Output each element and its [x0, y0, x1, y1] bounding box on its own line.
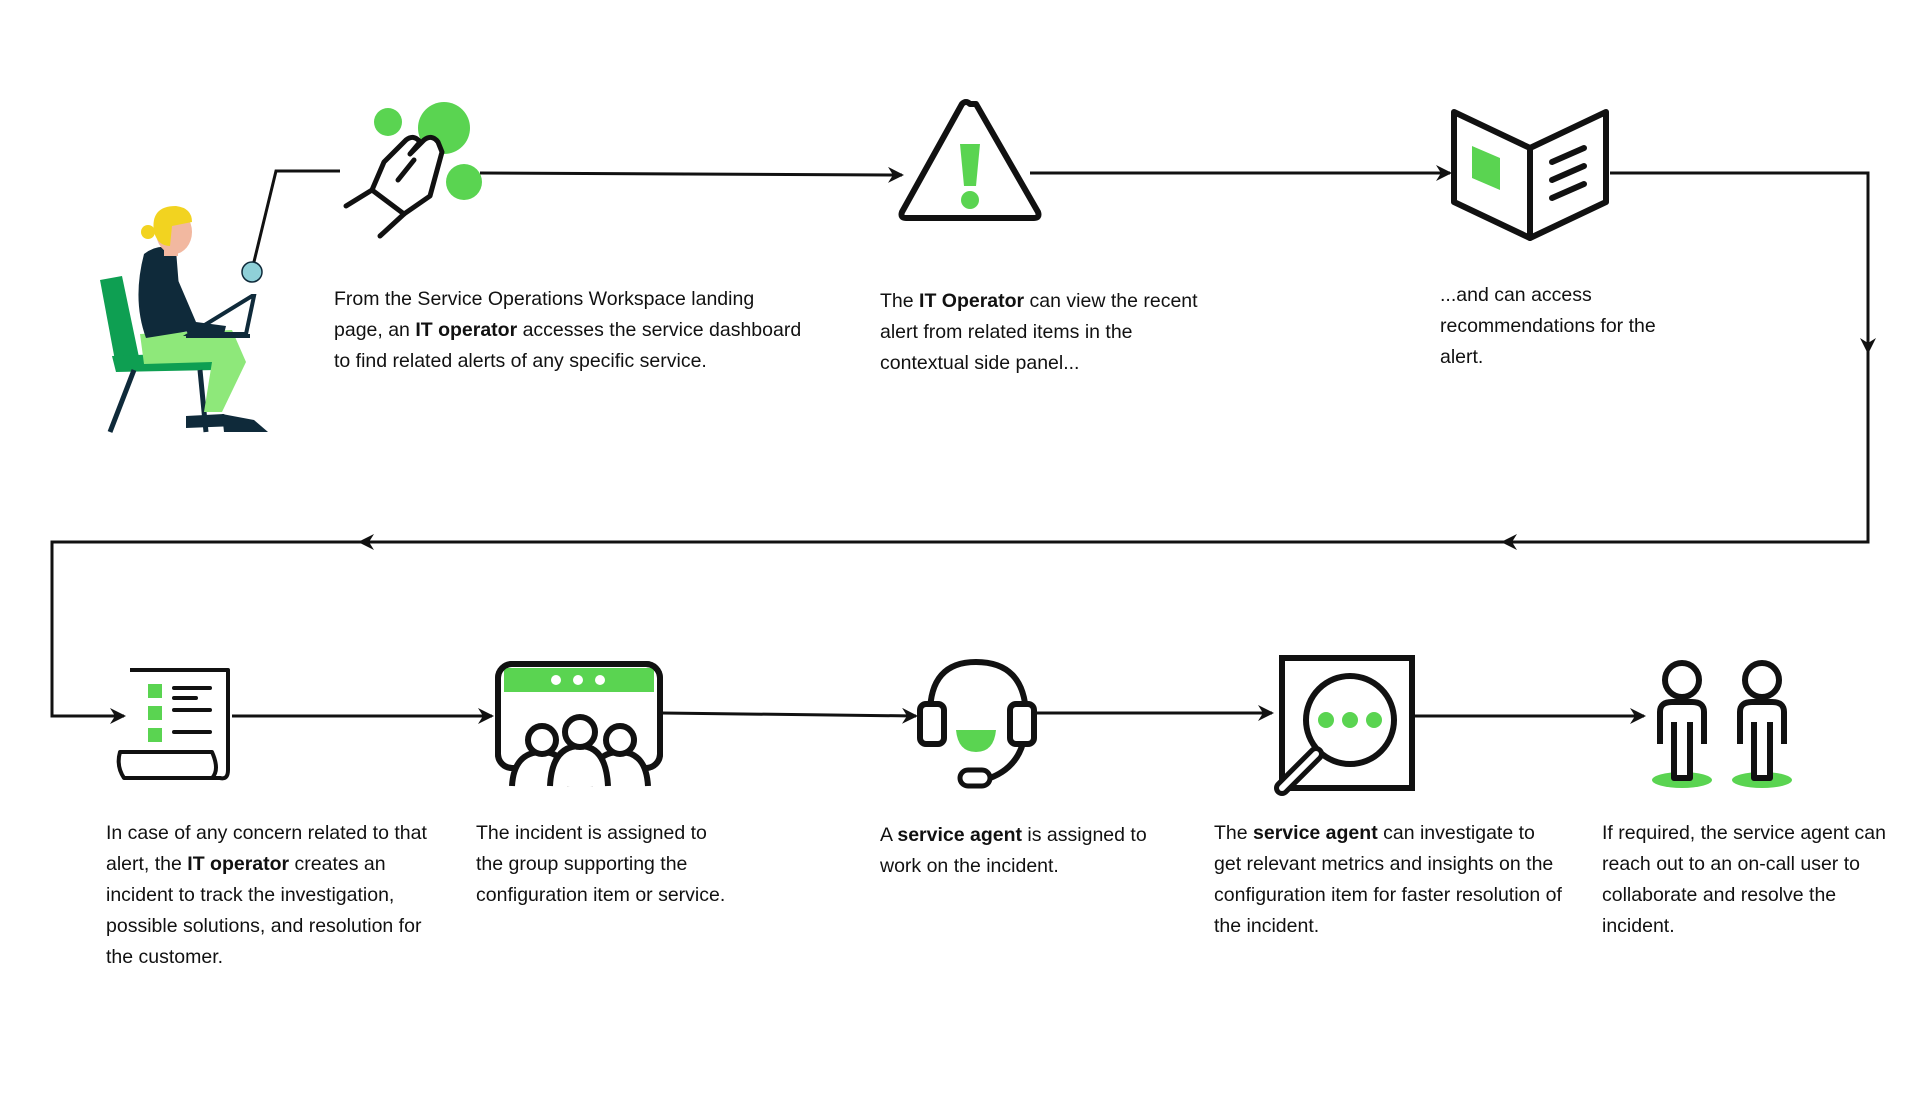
- document-list-icon: [116, 668, 230, 781]
- step-assigned-group-text: The incident is assigned to the group su…: [476, 818, 726, 911]
- step-investigate-text-part2: can investigate to get relevant metrics …: [1214, 822, 1562, 937]
- magnifier-icon: [1274, 655, 1415, 796]
- connector-down-left: [50, 540, 360, 724]
- step-alert-text-bold: IT Operator: [919, 290, 1025, 312]
- step-incident-text-part2: creates an incident to track the investi…: [106, 853, 422, 968]
- step-alert-text-part1: The: [880, 290, 920, 312]
- step-service-agent-text: A service agent is assigned to work on t…: [880, 820, 1180, 882]
- open-book-icon: [1451, 109, 1609, 241]
- step-on-call-text: If required, the service agent can reach…: [1602, 818, 1892, 942]
- step-service-agent-text-part1: A: [880, 824, 898, 846]
- connector-book-to-right: [1500, 171, 1870, 544]
- operator-person-illustration: [100, 206, 268, 433]
- step-recommendations-text-part1: ...and can access recommendations for th…: [1440, 284, 1656, 368]
- step-landing-text-bold: IT operator: [415, 319, 518, 341]
- step-service-agent-text-part2: is assigned to work on the incident.: [880, 824, 1147, 877]
- step-investigate-text-part1: The: [1214, 822, 1254, 844]
- two-users-icon: [1652, 660, 1792, 788]
- connector-group-to-agent: [661, 707, 918, 724]
- step-investigate-text-bold: service agent: [1253, 822, 1378, 844]
- step-on-call-text-part1: If required, the service agent can reach…: [1602, 822, 1886, 937]
- touch-hand-icon: [343, 102, 482, 239]
- step-landing-text-part2: accesses the service dashboard to find r…: [334, 319, 802, 372]
- step-alert-text-part2: can view the recent alert from related i…: [880, 290, 1198, 374]
- step-incident-text-bold: IT operator: [187, 853, 290, 875]
- step-recommendations-text: ...and can access recommendations for th…: [1440, 280, 1670, 373]
- warning-triangle-icon: [898, 99, 1042, 221]
- step-assigned-group-text-part1: The incident is assigned to the group su…: [476, 822, 726, 906]
- headset-agent-icon: [917, 658, 1037, 789]
- step-landing-text-part1: From the Service Operations Workspace la…: [334, 288, 755, 341]
- step-investigate-text: The service agent can investigate to get…: [1214, 818, 1564, 942]
- step-service-agent-text-bold: service agent: [897, 824, 1023, 846]
- connector-person-to-hand: [250, 169, 340, 271]
- group-window-icon: [495, 661, 663, 787]
- connector-hand-to-alert: [479, 166, 904, 183]
- step-alert-text: The IT Operator can view the recent aler…: [880, 286, 1210, 379]
- step-landing-text: From the Service Operations Workspace la…: [334, 284, 804, 377]
- step-incident-text: In case of any concern related to that a…: [106, 818, 436, 973]
- step-incident-text-part1: In case of any concern related to that a…: [106, 822, 427, 875]
- connectors: [50, 165, 1876, 724]
